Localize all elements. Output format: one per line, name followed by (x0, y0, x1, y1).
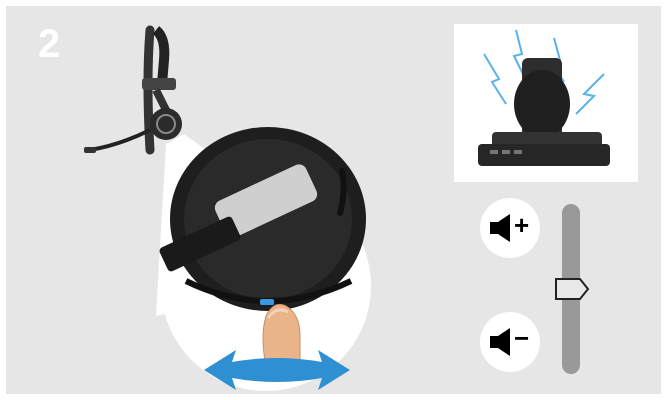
ring-text-2: RING! (564, 45, 598, 65)
volume-slider-handle[interactable] (554, 277, 590, 301)
ringing-panel: RING! RING! (454, 24, 638, 182)
lightning-icon (484, 54, 506, 104)
instruction-panel: 2 (6, 6, 661, 394)
earcup-zoom (156, 121, 376, 321)
step-number: 2 (38, 24, 60, 64)
double-arrow-icon (202, 346, 352, 394)
volume-up-indicator: + (480, 198, 540, 258)
volume-down-indicator: − (480, 312, 540, 372)
plus-symbol: + (514, 212, 529, 238)
minus-symbol: − (514, 325, 529, 351)
ring-text-1: RING! (593, 32, 627, 54)
